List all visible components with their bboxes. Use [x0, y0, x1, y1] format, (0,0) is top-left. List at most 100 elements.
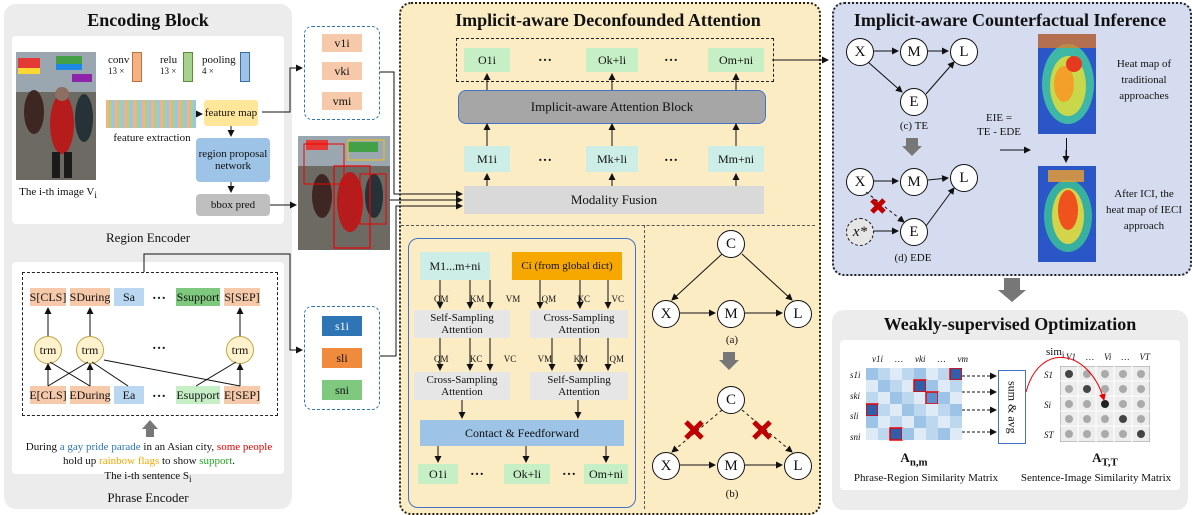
phrase-vectors-box [304, 306, 380, 410]
attention-detail-box [408, 238, 636, 508]
ici-te-node-l: L [950, 38, 978, 66]
graph-a-node-l: L [784, 300, 812, 328]
detail-ellipsis-2: … [562, 464, 576, 479]
phrase-region-matrix [865, 367, 963, 449]
relu-layer-icon [183, 52, 193, 82]
ici-ede-label: (d) EDE [894, 252, 932, 264]
ici-te-node-m: M [900, 38, 928, 66]
e-token-during: EDuring [69, 386, 111, 404]
detected-regions-image [298, 136, 390, 250]
rpn-box: region proposal network [196, 138, 270, 182]
c-dict-token: Ci (from global dict) [512, 252, 622, 280]
feature-extraction-label: feature extraction [113, 132, 191, 144]
output-token-kl: Ok+li [586, 48, 638, 72]
detail-ellipsis-1: … [470, 464, 484, 479]
bbox-pred-box: bbox pred [196, 194, 270, 216]
eie-label-2: TE - EDE [977, 126, 1021, 138]
input-image [16, 52, 96, 180]
graph-a-node-c: C [717, 230, 745, 258]
ici-te-label: (c) TE [899, 120, 929, 132]
self-sampling-attention-2: Self-Sampling Attention [530, 372, 628, 400]
graph-a-node-m: M [717, 300, 745, 328]
cross-sampling-attention-2: Cross-Sampling Attention [414, 372, 510, 400]
ici-ede-node-e: E [900, 218, 928, 246]
detail-output-kl: Ok+li [504, 464, 550, 484]
si-column-labels: V1…Vi …VT [1066, 352, 1150, 362]
m-all-token: M1...m+ni [420, 252, 490, 280]
modality-fusion-box: Modality Fusion [464, 186, 764, 214]
graph-down-arrow-head [719, 360, 739, 370]
sentence-part: hold up [62, 455, 100, 467]
ici-down-arrow [906, 138, 918, 146]
sentence-part: some people [216, 441, 273, 453]
phrase-vector-l: sli [322, 348, 362, 368]
s-token-a: Sa [114, 288, 144, 306]
phrase-up-arrow-stem [146, 429, 154, 437]
s-ellipsis: … [152, 288, 166, 303]
feature-map-box: feature map [204, 100, 258, 126]
heatmap-traditional-caption: Heat map of traditional approaches [1116, 58, 1172, 102]
region-vector-m: vmi [322, 92, 362, 110]
ida-divider-v [644, 225, 645, 509]
sentence-part: to show [159, 455, 200, 467]
detail-output-1: O1i [418, 464, 458, 484]
phrase-encoder-label: Phrase Encoder [107, 490, 189, 505]
wso-down-arrow-head [998, 290, 1026, 302]
trm-node-3: trm [226, 336, 254, 364]
ici-panel [832, 2, 1192, 276]
s-token-cls: S[CLS] [30, 288, 66, 306]
m-token-mn: Mm+ni [708, 146, 764, 172]
ici-ede-node-m: M [900, 168, 928, 196]
ici-te-node-e: E [900, 88, 928, 116]
heatmap-ieci-caption: After ICI, the heat map of IECI approach [1105, 188, 1183, 232]
matrix-column-labels: v1i…vki …vm [872, 354, 968, 364]
graph-a-label: (a) [725, 334, 739, 346]
ida-divider-h [401, 225, 815, 226]
sentence-part: During [25, 441, 60, 453]
phrase-vector-1: s1i [322, 316, 362, 336]
sentence-part: in an Asian city, [140, 441, 217, 453]
region-vector-k: vki [322, 62, 362, 80]
e-token-sep: E[SEP] [224, 386, 260, 404]
wso-down-arrow [1004, 278, 1020, 290]
graph-b-node-m: M [717, 452, 745, 480]
graph-a-node-x: X [652, 300, 680, 328]
input-sentence: During a gay pride parade in an Asian ci… [16, 440, 282, 468]
output-token-mn: Om+ni [708, 48, 764, 72]
sum-avg-box: sum & avg [998, 370, 1026, 444]
ici-ede-node-x: X [846, 168, 874, 196]
graph-b-label: (b) [725, 488, 739, 500]
e-token-support: Esupport [176, 386, 220, 404]
self-sampling-attention-1: Self-Sampling Attention [414, 310, 510, 338]
ici-title: Implicit-aware Counterfactual Inference [853, 10, 1167, 30]
phrase-vector-n: sni [322, 380, 362, 400]
trm-node-1: trm [34, 336, 62, 364]
m-ellipsis-1: … [538, 150, 552, 165]
sentence-part: . [232, 455, 236, 467]
ici-te-node-x: X [846, 38, 874, 66]
wso-title: Weakly-supervised Optimization [883, 314, 1137, 334]
ici-ede-node-xstar: x* [846, 218, 874, 246]
trm-node-2: trm [76, 336, 104, 364]
graph-b-node-x: X [652, 452, 680, 480]
phrase-region-caption: Phrase-Region Similarity Matrix [853, 472, 999, 484]
sentence-part: rainbow flags [99, 455, 160, 467]
cross-sampling-attention-1: Cross-Sampling Attention [530, 310, 628, 338]
graph-b-node-c: C [717, 386, 745, 414]
sentence-part: a gay pride parade [59, 441, 141, 453]
output-ellipsis-2: … [664, 50, 678, 65]
region-vector-1: v1i [322, 34, 362, 52]
image-caption: The i-th image Vi [19, 186, 97, 201]
m-token-1: M1i [464, 146, 510, 172]
sentence-image-matrix [1059, 365, 1151, 447]
encoding-block-title: Encoding Block [87, 10, 209, 30]
graph-b-node-l: L [784, 452, 812, 480]
e-token-a: Ea [114, 386, 144, 404]
a-nm-label: An,m [900, 450, 928, 469]
ici-down-arrow-head [902, 146, 922, 156]
